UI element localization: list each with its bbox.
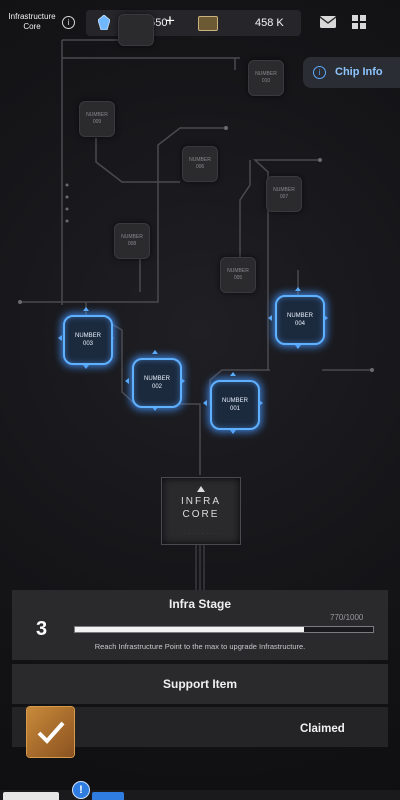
infra-stage-panel [12,590,388,660]
bottom-nav [0,790,400,800]
page-title-line2: Core [23,22,41,31]
infra-core-line1: INFRA [181,496,221,507]
chip-number: 008 [127,241,137,247]
bottom-nav-tab[interactable] [3,792,59,800]
infra-stage-label: Infra Stage [168,597,231,611]
page-title-line1: Infrastructure [8,12,56,21]
chip-label: NUMBER [121,234,143,240]
infra-progress-bar [74,626,374,633]
chip-node-006[interactable]: NUMBER 006 [182,146,218,182]
chip-number: 009 [92,119,102,125]
chip-label: NUMBER [227,268,249,274]
chip-node-005[interactable]: NUMBER 005 [220,257,256,293]
add-currency-button[interactable]: + [165,11,175,30]
chip-number: 003 [82,341,93,347]
chip-label: NUMBER [273,187,295,193]
chip-label: NUMBER [255,71,277,77]
chip-node-008[interactable]: NUMBER 008 [114,223,150,259]
support-item-label: Support Item [163,677,237,691]
infra-core-button[interactable]: INFRA CORE · · · · · · · · [161,477,241,545]
infra-core-line2: CORE [182,509,220,520]
infra-core-decoration: · · · · · · · · [184,531,218,536]
infra-stage-level: 3 [36,618,48,640]
support-item-header [12,664,388,704]
chip-node-009[interactable]: NUMBER 009 [79,101,115,137]
chip-label: NUMBER [286,313,313,319]
chip-node-004[interactable]: NUMBER 004 [275,295,325,345]
chip-node-003[interactable]: NUMBER 003 [63,315,113,365]
chip-number: 006 [195,164,205,170]
chip-node-partial[interactable] [118,14,154,46]
chip-node-002[interactable]: NUMBER 002 [132,358,182,408]
info-icon: i [313,66,326,79]
info-icon[interactable]: i [62,16,75,29]
page-title: Infrastructure Core [2,12,62,32]
chip-number: 001 [229,406,240,412]
chip-node-010[interactable]: NUMBER 010 [248,60,284,96]
chip-node-007[interactable]: NUMBER 007 [266,176,302,212]
infra-progress-text: 770/1000 [330,613,364,622]
chip-label: NUMBER [189,157,211,163]
infra-progress-fill [75,627,305,632]
chip-number: 005 [233,275,243,281]
chip-number: 010 [261,78,271,84]
checkmark-icon [37,721,65,744]
infra-hint-text: Reach Infrastructure Point to the max to… [94,642,306,651]
support-item-card[interactable] [27,707,74,757]
chip-info-button[interactable]: i Chip Info [303,57,400,88]
support-item-row[interactable] [12,707,388,747]
alert-badge[interactable]: ! [72,781,90,799]
bottom-nav-tab-active[interactable] [92,792,124,800]
ticket-icon [198,16,218,31]
chip-number: 004 [294,321,305,327]
arrow-up-icon [197,486,205,492]
chip-node-001[interactable]: NUMBER 001 [210,380,260,430]
crystal-icon [98,15,110,30]
chip-label: NUMBER [143,376,170,382]
grid-icon[interactable] [352,15,366,29]
chip-number: 002 [151,384,162,390]
ticket-value: 458 K [255,17,284,29]
chip-label: NUMBER [86,112,108,118]
chip-label: NUMBER [221,398,248,404]
top-bar: Infrastructure Core i 2,550 + 458 K [0,0,400,46]
mail-icon[interactable] [320,16,336,28]
chip-number: 007 [279,194,289,200]
support-item-status: Claimed [300,723,345,735]
chip-label: NUMBER [74,333,101,339]
chip-info-label: Chip Info [335,66,383,78]
